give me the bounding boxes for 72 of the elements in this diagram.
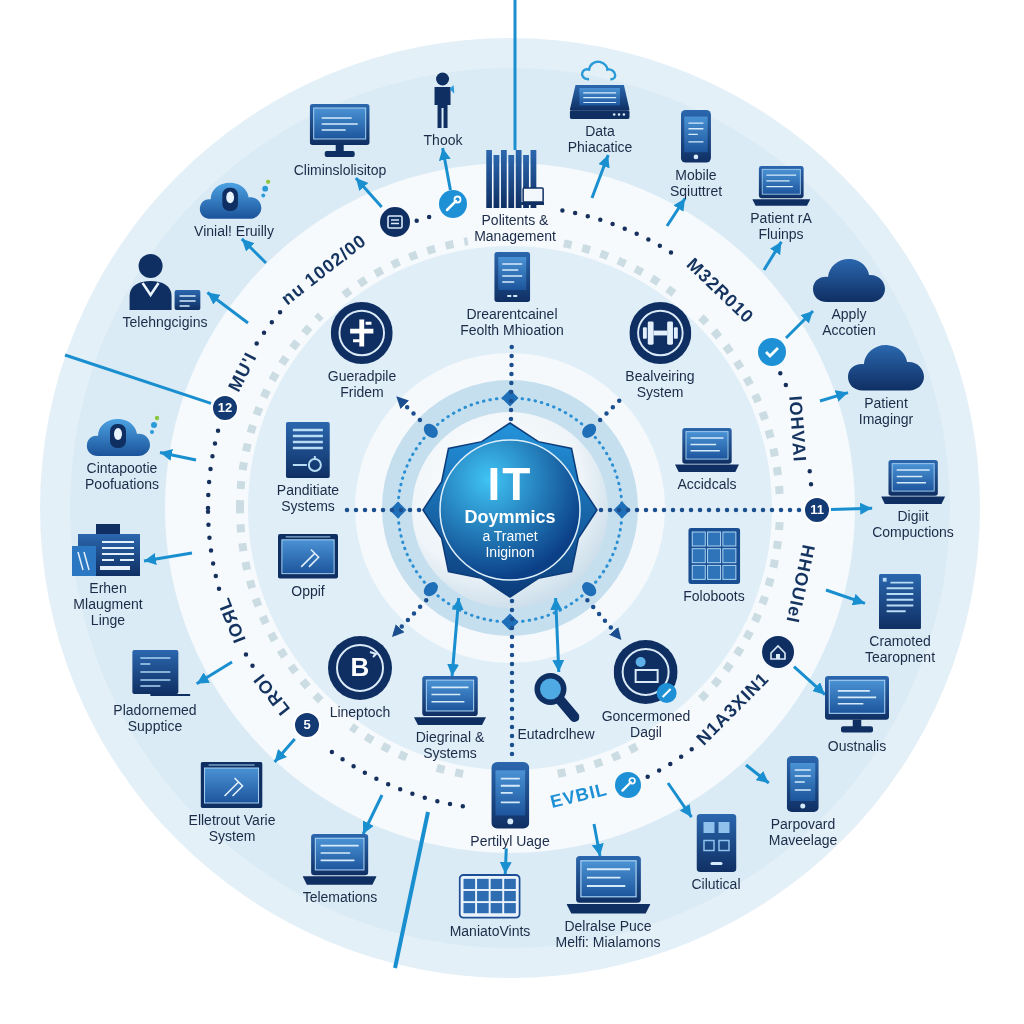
item-label: Thook (423, 132, 463, 148)
item-label: Patient Imagingr (858, 394, 914, 427)
arrow (273, 738, 296, 763)
connector-line (64, 353, 212, 405)
dotted-connector (394, 394, 423, 423)
connector-line (513, 0, 517, 150)
double-arrow (550, 597, 565, 673)
arrow (354, 177, 383, 208)
item-label: Patient rA Fluinps (750, 209, 812, 242)
ring-label: MU'I (223, 348, 262, 395)
item-label: Apply Accotien (822, 306, 876, 338)
item-label: Oppif (291, 582, 325, 599)
arrow (590, 154, 610, 199)
arrow (819, 390, 849, 403)
arrow (499, 848, 512, 875)
item-label: Pertilyl Uage (470, 832, 550, 849)
ring-label: HHOUIeI (781, 542, 819, 626)
arrow (591, 823, 604, 857)
item-label: Diegrinal & Systems (415, 729, 485, 762)
arrow (206, 291, 249, 325)
dotted-connector (389, 597, 429, 640)
arrow (666, 782, 693, 818)
arrow (361, 794, 384, 835)
icon-letter: B (350, 653, 370, 680)
arrow (159, 449, 197, 462)
item-label: Panditiate Systems (276, 482, 340, 514)
item-label: Climinslolisitop (293, 162, 387, 178)
dotted-connector (598, 507, 803, 513)
arrow (195, 660, 233, 686)
item-label: Telemations (302, 888, 378, 905)
arrow (762, 241, 783, 271)
item-label: Pladornemed Supptice (113, 702, 197, 734)
item-label: Foloboots (683, 588, 745, 604)
arrow (830, 502, 873, 515)
arrow (793, 665, 826, 696)
arrow (825, 588, 866, 606)
double-arrow (447, 597, 464, 677)
item-label: Elletrout Varie System (188, 812, 276, 844)
item-label: Parpovard Maveelage (768, 816, 838, 848)
hub-text: a Tramet Iniginon (482, 527, 538, 560)
item-label: Drearentcainel Feolth Mhioation (460, 306, 564, 338)
item-label: Bealveiring System (625, 368, 695, 400)
item-label: Cilutical (691, 876, 741, 892)
dotted-connector (585, 598, 624, 643)
hub-subtitle: Doymmics (464, 506, 556, 528)
hub-title: IT (487, 460, 533, 507)
ring-label: IOHVAI (784, 395, 811, 464)
item-label: Gueradpile Fridem (327, 368, 397, 400)
arrow (745, 763, 770, 785)
arrow (784, 309, 815, 340)
item-label: Accidcals (677, 475, 737, 492)
ring-label: IOЯL (213, 594, 251, 647)
item-label: Lineptoch (329, 704, 391, 720)
item-label: Politents & Management (474, 212, 556, 244)
arrow (143, 551, 193, 565)
arrow (438, 147, 452, 191)
item-label: Digiit Compuctions (872, 507, 954, 540)
item-label: Cramoted Tearopnent (864, 633, 936, 666)
item-label: Telehngcigins (122, 314, 208, 330)
item-label: Mobile Sqiuttret (669, 166, 723, 199)
item-label: Eutadrclhew (517, 726, 595, 742)
item-label: Data Phiacatice (567, 122, 633, 155)
item-label: Oustnalis (827, 737, 887, 754)
item-label: Erhen Mlaugment Linge (73, 580, 143, 628)
item-label: ManiatoVints (449, 922, 531, 939)
arrow (240, 237, 268, 265)
arrow (665, 197, 687, 227)
ring-label: EVBIL (548, 778, 610, 813)
item-label: Goncermoned Dagil (601, 708, 691, 740)
item-label: Cintapootie Poofuations (85, 460, 159, 492)
item-label: Delralse Puce Melfi: Mialamons (555, 917, 661, 950)
item-label: Vinial! Eruilly (194, 222, 274, 239)
